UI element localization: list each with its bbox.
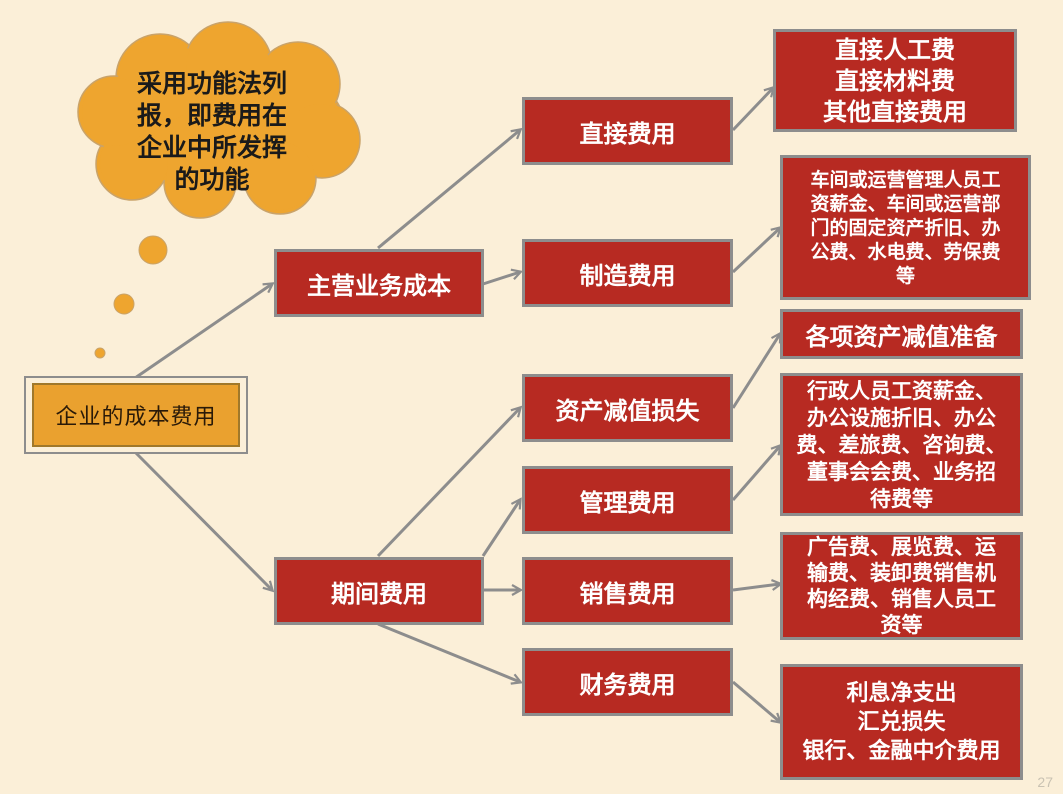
direct-expenses-node: 直接费用 (522, 97, 733, 165)
detail-line: 输费、装卸费销售机 (807, 560, 996, 585)
arrow-main-cost-to-manufacturing (482, 272, 520, 286)
arrow-direct-to-detail (731, 88, 773, 132)
detail-line: 构经费、销售人员工 (807, 586, 996, 611)
detail-line: 银行、金融中介费用 (802, 737, 1001, 764)
main-business-cost-label: 主营业务成本 (307, 270, 451, 300)
arrow-period-to-admin (481, 500, 520, 557)
root-label: 企业的成本费用 (32, 383, 240, 447)
detail-line: 利息净支出 (846, 679, 957, 706)
detail-line: 直接材料费 (835, 66, 955, 95)
cloud-line: 采用功能法列 (136, 69, 287, 98)
manufacturing-detail-node: 车间或运营管理人员工 资薪金、车间或运营部 门的固定资产折旧、办 公费、水电费、… (780, 155, 1031, 300)
admin-expenses-node: 管理费用 (522, 466, 733, 534)
detail-line: 待费等 (870, 486, 933, 511)
finance-detail-node: 利息净支出 汇兑损失 银行、金融中介费用 (780, 664, 1023, 780)
detail-line: 资薪金、车间或运营部 (810, 192, 1001, 215)
thought-bubble-medium (113, 293, 135, 315)
arrow-impairment-to-detail (731, 334, 780, 409)
detail-line: 各项资产减值准备 (805, 321, 998, 351)
sales-expenses-label: 销售费用 (579, 578, 676, 608)
detail-line: 办公设施折旧、办公 (807, 405, 996, 430)
detail-line: 门的固定资产折旧、办 (810, 216, 1001, 239)
main-business-cost-node: 主营业务成本 (274, 249, 484, 317)
sales-expenses-node: 销售费用 (522, 557, 733, 625)
direct-expenses-label: 直接费用 (579, 118, 676, 148)
arrow-period-to-finance (377, 622, 520, 682)
detail-line: 董事会会费、业务招 (807, 459, 996, 484)
manufacturing-expenses-label: 制造费用 (579, 260, 676, 290)
arrow-root-to-main-cost (134, 284, 272, 380)
thought-cloud-text: 采用功能法列 报，即费用在 企业中所发挥 的功能 (112, 68, 312, 196)
detail-line: 费、差旅费、咨询费、 (796, 432, 1007, 457)
detail-line: 行政人员工资薪金、 (807, 378, 996, 403)
arrow-sales-to-detail (732, 584, 780, 592)
detail-line: 资等 (880, 612, 923, 637)
finance-expenses-label: 财务费用 (579, 669, 676, 699)
detail-line: 汇兑损失 (857, 708, 946, 735)
admin-expenses-label: 管理费用 (579, 487, 676, 517)
asset-impairment-loss-node: 资产减值损失 (522, 374, 733, 442)
arrow-root-to-period (133, 450, 272, 590)
sales-detail-node: 广告费、展览费、运 输费、装卸费销售机 构经费、销售人员工 资等 (780, 532, 1023, 640)
period-expenses-node: 期间费用 (274, 557, 484, 625)
asset-impairment-loss-label: 资产减值损失 (555, 395, 700, 425)
admin-detail-node: 行政人员工资薪金、 办公设施折旧、办公 费、差旅费、咨询费、 董事会会费、业务招… (780, 373, 1023, 516)
detail-line: 广告费、展览费、运 (807, 534, 996, 559)
impairment-detail-node: 各项资产减值准备 (780, 309, 1023, 359)
detail-line: 车间或运营管理人员工 (810, 168, 1001, 191)
manufacturing-expenses-node: 制造费用 (522, 239, 733, 307)
direct-expenses-detail-node: 直接人工费 直接材料费 其他直接费用 (773, 29, 1017, 132)
detail-line: 其他直接费用 (823, 97, 967, 126)
thought-bubble-large (138, 235, 168, 265)
cloud-line: 企业中所发挥 (136, 133, 287, 162)
arrow-period-to-impairment (376, 408, 520, 558)
cloud-line: 报，即费用在 (136, 101, 287, 130)
thought-bubble-small (94, 347, 106, 359)
root-node: 企业的成本费用 (24, 376, 248, 454)
cloud-line: 的功能 (174, 165, 250, 194)
finance-expenses-node: 财务费用 (522, 648, 733, 716)
detail-line: 等 (895, 264, 915, 287)
period-expenses-label: 期间费用 (331, 578, 427, 608)
arrow-admin-to-detail (731, 446, 780, 501)
detail-line: 公费、水电费、劳保费 (810, 240, 1001, 263)
arrow-main-cost-to-direct (377, 130, 520, 250)
arrow-manufacturing-to-detail (731, 228, 780, 274)
page-number: 27 (1037, 774, 1053, 790)
arrow-finance-to-detail (732, 680, 780, 722)
detail-line: 直接人工费 (835, 35, 955, 64)
